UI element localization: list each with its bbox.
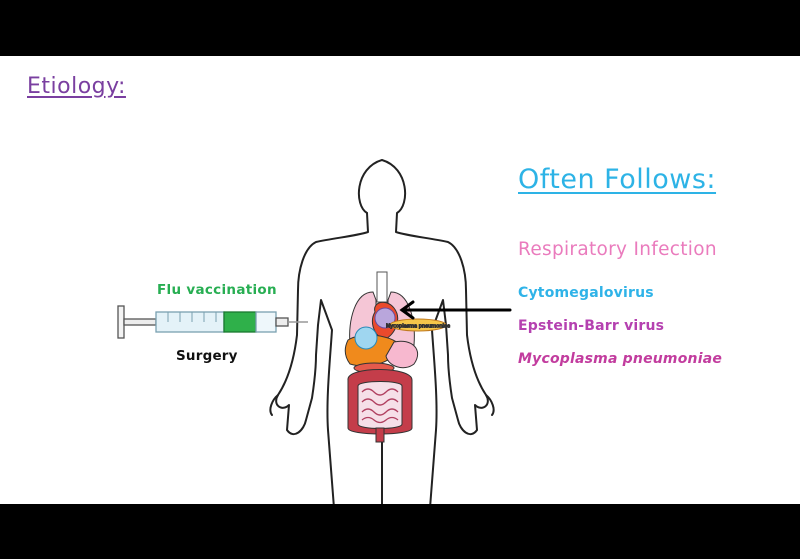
- page-title: Etiology:: [27, 74, 126, 99]
- cause-item-cytomegalovirus: Cytomegalovirus: [518, 285, 654, 301]
- cause-item-mycoplasma: Mycoplasma pneumoniae: [518, 351, 723, 367]
- often-follows-heading: Often Follows:: [518, 164, 717, 195]
- respiratory-infection-label: Respiratory Infection: [518, 239, 717, 260]
- arrow-icon: [399, 300, 512, 320]
- stomach-icon: [385, 340, 419, 369]
- illustration: Mycoplasma pneumoniae: [117, 159, 512, 504]
- organs-group: Mycoplasma pneumoniae: [344, 271, 451, 443]
- surgery-label: Surgery: [176, 348, 238, 364]
- flu-vaccination-label: Flu vaccination: [157, 282, 277, 298]
- svg-text:Mycoplasma pneumoniae: Mycoplasma pneumoniae: [386, 324, 450, 330]
- syringe-icon: [117, 305, 308, 339]
- slide: Etiology:: [0, 56, 800, 504]
- trachea-icon: [376, 271, 388, 303]
- cause-item-epstein-barr: Epstein-Barr virus: [518, 318, 665, 334]
